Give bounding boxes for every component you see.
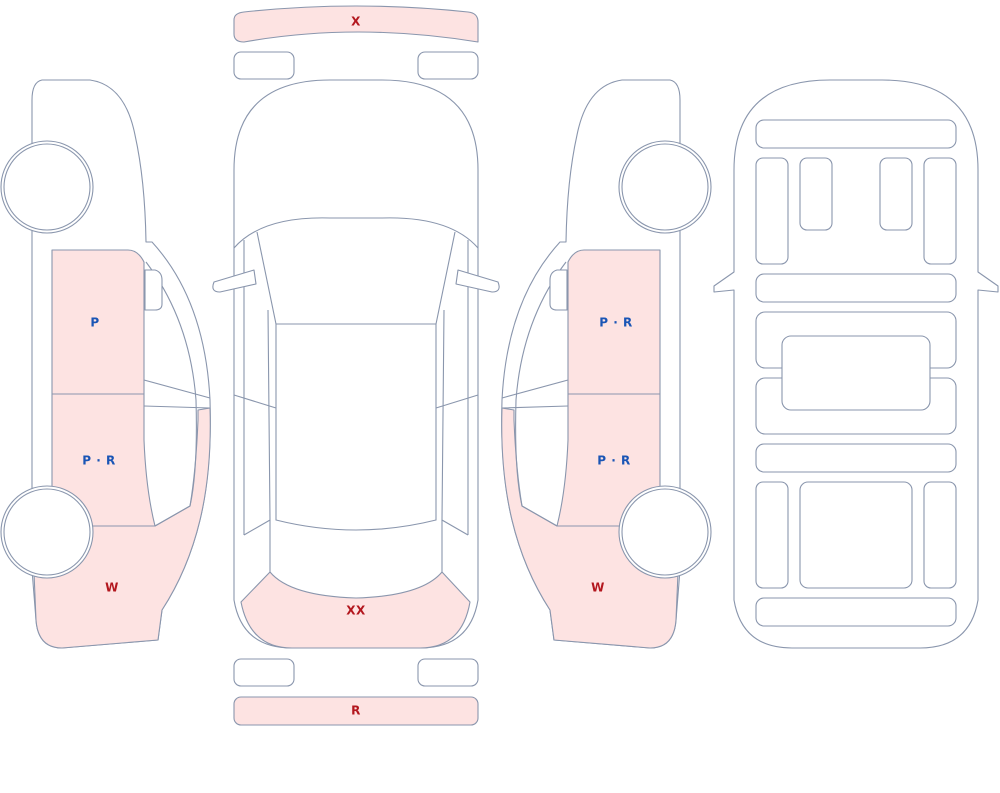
top-right-mirror — [455, 269, 500, 293]
left-rear-door-code: P · R — [82, 454, 115, 468]
rear-left-marker — [233, 658, 295, 687]
right-rear-wheel-rim — [621, 488, 709, 576]
top-windshield — [233, 217, 479, 249]
underside-front-left-rail — [755, 157, 789, 265]
underside-rear-right-rail — [923, 481, 957, 589]
right-side-view: P · R P · R W — [501, 79, 712, 649]
left-front-door-code: P — [90, 316, 99, 330]
underside-front-crossmember — [755, 119, 957, 149]
right-window-line — [515, 261, 567, 527]
right-front-wheel-rim — [621, 143, 709, 231]
underside-rear-crossmember — [755, 597, 957, 627]
front-bumper-panel[interactable] — [233, 5, 479, 43]
right-front-door-panel[interactable] — [567, 249, 661, 395]
underside-front-right-rail — [923, 157, 957, 265]
underside-front-bar — [755, 273, 957, 303]
top-roof — [275, 323, 437, 531]
trunk-code: XX — [346, 604, 366, 618]
front-bumper-code: X — [351, 15, 361, 29]
trunk-panel[interactable] — [240, 571, 471, 649]
underside-rear-left-rail — [755, 481, 789, 589]
top-left-mirror — [212, 269, 257, 293]
underside-view — [713, 79, 999, 649]
left-rear-wheel-rim — [3, 488, 91, 576]
right-rear-door-code: P · R — [597, 454, 630, 468]
underside-front-left-mount — [799, 157, 833, 231]
left-rear-quarter-code: W — [105, 581, 119, 595]
top-a-pillars — [243, 231, 469, 535]
top-view: X XX R — [212, 5, 500, 726]
left-front-door-panel[interactable] — [51, 249, 145, 395]
right-pillar-line — [501, 379, 569, 409]
top-rear-window — [269, 520, 443, 572]
right-rear-quarter-code: W — [591, 581, 605, 595]
right-mirror — [549, 269, 568, 311]
left-mirror — [144, 269, 163, 311]
underside-center-tunnel — [781, 335, 931, 411]
rear-bumper-panel[interactable] — [233, 696, 479, 726]
underside-rear-bar — [755, 443, 957, 473]
right-front-door-code: P · R — [599, 316, 632, 330]
left-side-view: P P · R W — [0, 79, 211, 649]
front-right-marker — [417, 51, 479, 80]
underside-front-right-mount — [879, 157, 913, 231]
front-left-marker — [233, 51, 295, 80]
left-front-wheel-rim — [3, 143, 91, 231]
underside-rear-center — [799, 481, 913, 589]
top-body-outline — [233, 79, 479, 649]
rear-right-marker — [417, 658, 479, 687]
left-pillar-line — [143, 379, 211, 409]
left-window-line — [145, 261, 197, 527]
rear-bumper-code: R — [351, 704, 361, 718]
